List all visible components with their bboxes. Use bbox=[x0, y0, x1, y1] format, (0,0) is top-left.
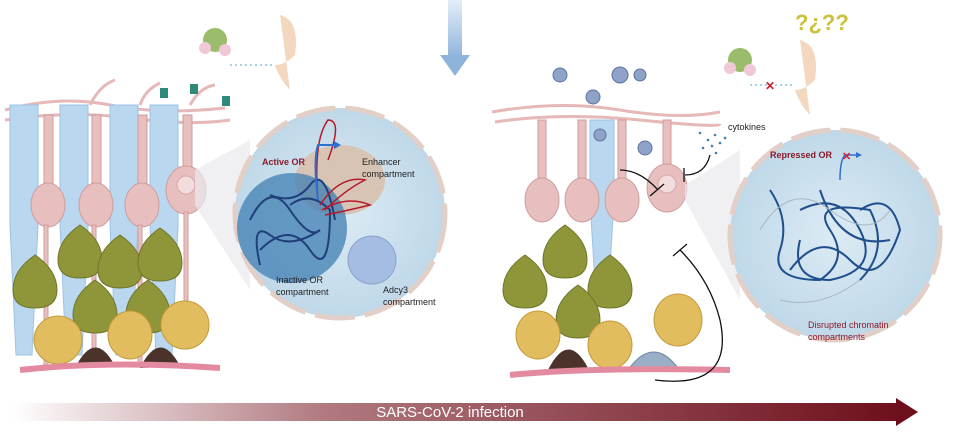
neuron-nucleus bbox=[176, 175, 196, 195]
enhancer-loops bbox=[316, 119, 373, 216]
blocked-x-icon: ✕ bbox=[765, 79, 775, 93]
enhancer-label-2: compartment bbox=[362, 169, 415, 179]
inactive-or-label-2: compartment bbox=[276, 287, 329, 297]
lamina-propria bbox=[19, 361, 221, 373]
inactive-or-label-1: Inactive OR bbox=[276, 275, 324, 285]
inhibition-arrows bbox=[619, 154, 724, 382]
odor-smelling-icon bbox=[199, 15, 296, 90]
disrupted-label-2: compartments bbox=[808, 332, 866, 342]
immature-neurons bbox=[12, 224, 183, 334]
healthy-nucleus: Active OR Enhancer compartment Inactive … bbox=[232, 105, 448, 321]
basal-cells bbox=[33, 300, 210, 365]
virus-particles bbox=[552, 66, 653, 156]
disrupted-chromatin bbox=[769, 189, 902, 282]
healthy-epithelium bbox=[4, 78, 250, 373]
zoom-cone bbox=[195, 140, 250, 290]
receptor-icons bbox=[160, 84, 230, 106]
active-or-label: Active OR bbox=[262, 157, 306, 167]
timeline-label: SARS-CoV-2 infection bbox=[376, 404, 524, 421]
cytokines-label: cytokines bbox=[728, 122, 766, 132]
repressed-or-label: Repressed OR bbox=[770, 150, 833, 160]
disrupted-label-1: Disrupted chromatin bbox=[808, 320, 889, 330]
infected-epithelium: cytokines bbox=[491, 66, 766, 382]
infection-timeline-arrow: SARS-CoV-2 infection bbox=[12, 398, 918, 426]
transition-arrow bbox=[440, 0, 470, 76]
adcy3-label-2: compartment bbox=[383, 297, 436, 307]
infected-nucleus: Repressed OR ✕ Disrupted chromatin compa… bbox=[727, 127, 943, 343]
anosmia-icon: ?¿?? ✕ bbox=[724, 10, 849, 115]
cytokine-dots bbox=[698, 131, 727, 155]
transcription-arrow bbox=[314, 144, 334, 201]
adcy3-compartment bbox=[347, 235, 397, 285]
repressed-x-icon: ✕ bbox=[842, 151, 851, 163]
adcy3-label-1: Adcy3 bbox=[383, 285, 408, 295]
confusion-marks: ?¿?? bbox=[795, 10, 849, 35]
enhancer-label-1: Enhancer bbox=[362, 157, 401, 167]
